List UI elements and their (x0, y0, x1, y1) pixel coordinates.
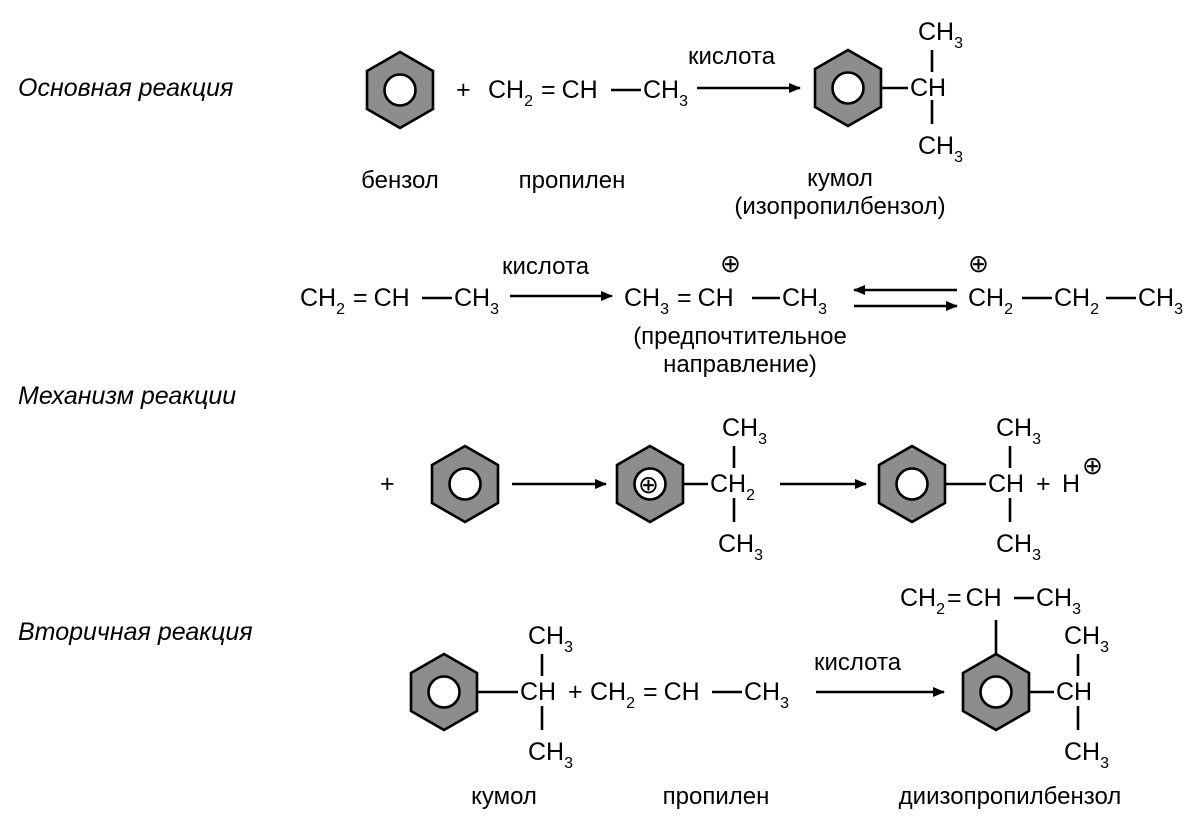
cumene-ch3-top: CH3 (918, 18, 963, 52)
positive-charge-icon: ⊕ (968, 250, 989, 278)
dipb-ch3-bottom: CH3 (1064, 738, 1109, 772)
sigma-complex-ch2: CH2 (710, 470, 755, 504)
section-title-mechanism: Механизм реакции (18, 382, 236, 410)
plus-sign: + (380, 470, 395, 498)
cumene-ch3-bottom: CH3 (918, 132, 963, 166)
cumene-ch3-bottom-mech: CH3 (996, 530, 1041, 564)
benzene-ring-icon (365, 50, 435, 130)
label-cumene-secondary: кумол (471, 783, 537, 810)
label-benzene: бензол (361, 167, 439, 194)
label-propylene-secondary: пропилен (663, 783, 770, 810)
positive-charge-icon: ⊕ (638, 471, 659, 499)
benzene-ring-icon (961, 652, 1031, 732)
cumene-ch: CH (910, 74, 946, 102)
cumene-ch3-bottom-secondary: CH3 (528, 738, 573, 772)
carbocation-primary-ch2: CH2 (1054, 284, 1099, 318)
cumene-ch3-top-secondary: CH3 (528, 622, 573, 656)
label-cumene-alt: (изопропилбензол) (734, 193, 945, 220)
carbocation-primary-ch3: CH3 (1138, 284, 1183, 318)
catalyst-label-secondary: кислота (814, 649, 902, 676)
plus-sign: + (456, 76, 471, 104)
propylene-formula: CH2=CH (488, 76, 598, 110)
dipb-ch3-top: CH3 (1064, 622, 1109, 656)
sigma-complex-ch3-bottom: CH3 (718, 530, 763, 564)
cumene-ch-secondary: CH (520, 678, 556, 706)
carbocation-ch3: CH3 (782, 284, 827, 318)
carbocation-secondary: CH3=CH (624, 284, 734, 318)
benzene-ring-icon (813, 48, 883, 128)
propylene-ch3: CH3 (643, 76, 688, 110)
cumene-ch-mech: CH (988, 470, 1024, 498)
cumene-ch3-top-mech: CH3 (996, 414, 1041, 448)
propylene-formula-mech: CH2=CH (300, 284, 410, 318)
plus-sign: + (568, 678, 583, 706)
label-diisopropylbenzene: диизопропилбензол (899, 783, 1122, 810)
catalyst-label: кислота (688, 43, 776, 70)
isopropenyl-group: CH2=CH (900, 584, 1002, 618)
section-title-main: Основная реакция (18, 74, 233, 102)
sigma-complex-ch3-top: CH3 (722, 414, 767, 448)
carbocation-primary: CH2 (968, 284, 1013, 318)
positive-charge-icon: ⊕ (1082, 452, 1103, 480)
label-preferred-2: направление) (663, 351, 817, 378)
benzene-ring-icon (877, 444, 947, 524)
catalyst-label-mech: кислота (502, 253, 590, 280)
isopropenyl-ch3: CH3 (1036, 584, 1081, 618)
positive-charge-icon: ⊕ (720, 250, 741, 278)
proton-h: H (1062, 470, 1080, 498)
plus-sign: + (1036, 470, 1051, 498)
propylene-ch3-mech: CH3 (454, 284, 499, 318)
benzene-ring-icon (430, 444, 500, 524)
propylene-ch3-secondary: CH3 (744, 678, 789, 712)
benzene-ring-icon (409, 652, 479, 732)
propylene-formula-secondary: CH2=CH (590, 678, 700, 712)
section-title-secondary: Вторичная реакция (18, 618, 253, 646)
label-propylene: пропилен (519, 167, 626, 194)
label-preferred-1: (предпочтительное (633, 323, 847, 350)
label-cumene: кумол (807, 165, 873, 192)
dipb-ch: CH (1056, 678, 1092, 706)
